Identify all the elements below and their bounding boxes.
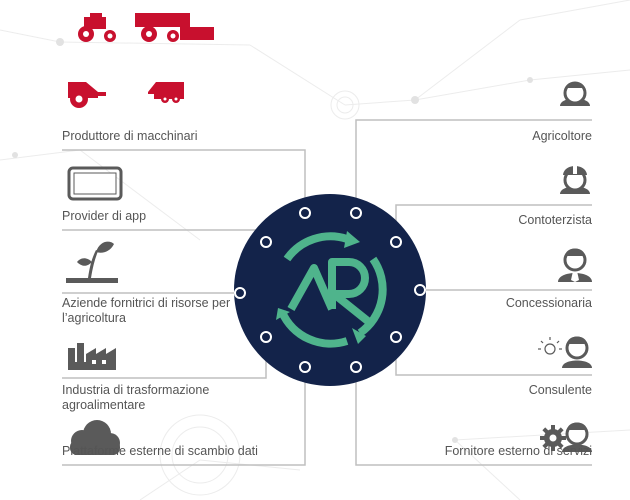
label-produttore-macchinari: Produttore di macchinari bbox=[62, 129, 198, 143]
service-gears-icon bbox=[540, 422, 592, 452]
connector-agricoltore bbox=[355, 119, 592, 213]
label-aziende-fornitrici: Aziende fornitrici di risorse per l’agri… bbox=[62, 296, 231, 325]
ring-consulente bbox=[390, 331, 402, 343]
dealer-tie-icon bbox=[558, 248, 592, 282]
connector-produttore bbox=[62, 149, 306, 213]
ring-aziende bbox=[234, 287, 246, 299]
label-contoterzista: Contoterzista bbox=[518, 213, 592, 227]
cloud-icon bbox=[70, 420, 120, 455]
advisor-idea-icon bbox=[538, 336, 592, 368]
connector-rings bbox=[234, 207, 426, 373]
ring-contoterzista bbox=[390, 236, 402, 248]
ring-agricoltore bbox=[350, 207, 362, 219]
connector-piattaforme bbox=[62, 367, 306, 466]
baler-icon bbox=[68, 82, 106, 108]
ring-industria bbox=[260, 331, 272, 343]
combine-harvester-icon bbox=[135, 13, 214, 42]
sprout-icon bbox=[66, 241, 118, 283]
label-fornitore-esterno: Fornitore esterno di servizi bbox=[444, 444, 592, 458]
ring-produttore bbox=[299, 207, 311, 219]
label-consulente: Consulente bbox=[528, 383, 592, 397]
farmer-icon bbox=[560, 81, 590, 106]
ar-logo-icon bbox=[278, 232, 387, 348]
label-provider-app: Provider di app bbox=[62, 209, 147, 223]
tractor-icon bbox=[78, 13, 116, 42]
connector-consulente bbox=[395, 337, 592, 376]
background-dots bbox=[12, 38, 533, 443]
connector-provider bbox=[62, 229, 267, 242]
ar-logo bbox=[234, 194, 426, 386]
label-piattaforme-esterne: Piattaforme esterne di scambio dati bbox=[62, 444, 258, 458]
connector-fornitore bbox=[355, 367, 592, 466]
contractor-helmet-icon bbox=[560, 164, 590, 194]
square-baler-icon bbox=[148, 82, 184, 103]
tablet-icon bbox=[67, 166, 123, 201]
label-industria-trasformazione: Industria di trasformazione agroalimenta… bbox=[62, 383, 210, 412]
ring-fornitore bbox=[350, 361, 362, 373]
ring-concessionaria bbox=[414, 284, 426, 296]
arrow-heads bbox=[276, 231, 366, 344]
ring-provider bbox=[260, 236, 272, 248]
factory-icon bbox=[68, 343, 116, 370]
label-concessionaria: Concessionaria bbox=[505, 296, 592, 310]
ring-piattaforme bbox=[299, 361, 311, 373]
label-agricoltore: Agricoltore bbox=[532, 129, 592, 143]
agri-machinery-icons bbox=[68, 13, 214, 108]
